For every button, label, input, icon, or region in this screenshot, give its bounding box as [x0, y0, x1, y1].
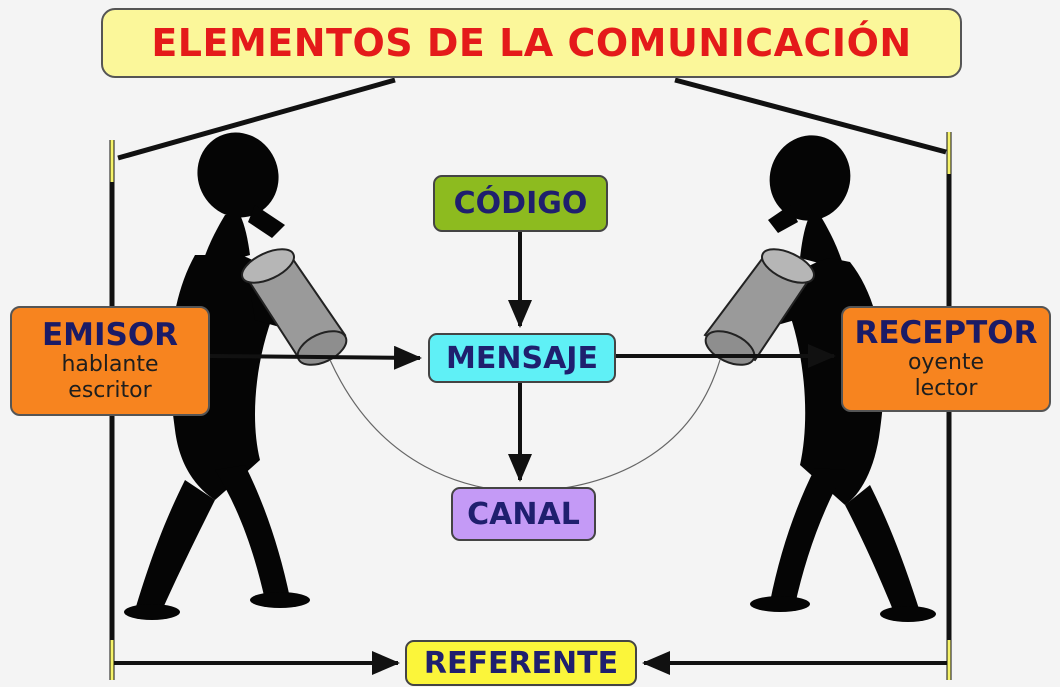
node-referente: REFERENTE [405, 640, 637, 686]
arrow-emisor-mensaje [209, 345, 422, 370]
page-title: ELEMENTOS DE LA COMUNICACIÓN [151, 21, 912, 65]
frame-line-left-roof [117, 77, 396, 161]
node-canal-label: CANAL [467, 496, 580, 532]
node-codigo-label: CÓDIGO [453, 186, 588, 221]
node-referente-label: REFERENTE [423, 645, 619, 681]
node-receptor: RECEPTOR oyente lector [841, 306, 1051, 412]
title-banner: ELEMENTOS DE LA COMUNICACIÓN [101, 8, 962, 78]
frame-line-right-roof [674, 77, 947, 155]
node-mensaje: MENSAJE [428, 333, 616, 383]
node-emisor: EMISOR hablante escritor [10, 306, 210, 416]
node-receptor-line1: oyente [907, 350, 985, 375]
node-emisor-line1: hablante [61, 352, 159, 377]
node-emisor-line2: escritor [68, 378, 152, 403]
node-mensaje-label: MENSAJE [446, 340, 598, 376]
frame-highlights [110, 132, 951, 680]
node-receptor-label: RECEPTOR [854, 315, 1038, 351]
node-emisor-label: EMISOR [41, 317, 179, 353]
node-receptor-line2: lector [914, 376, 978, 401]
node-codigo: CÓDIGO [433, 175, 608, 232]
node-canal: CANAL [451, 487, 596, 541]
